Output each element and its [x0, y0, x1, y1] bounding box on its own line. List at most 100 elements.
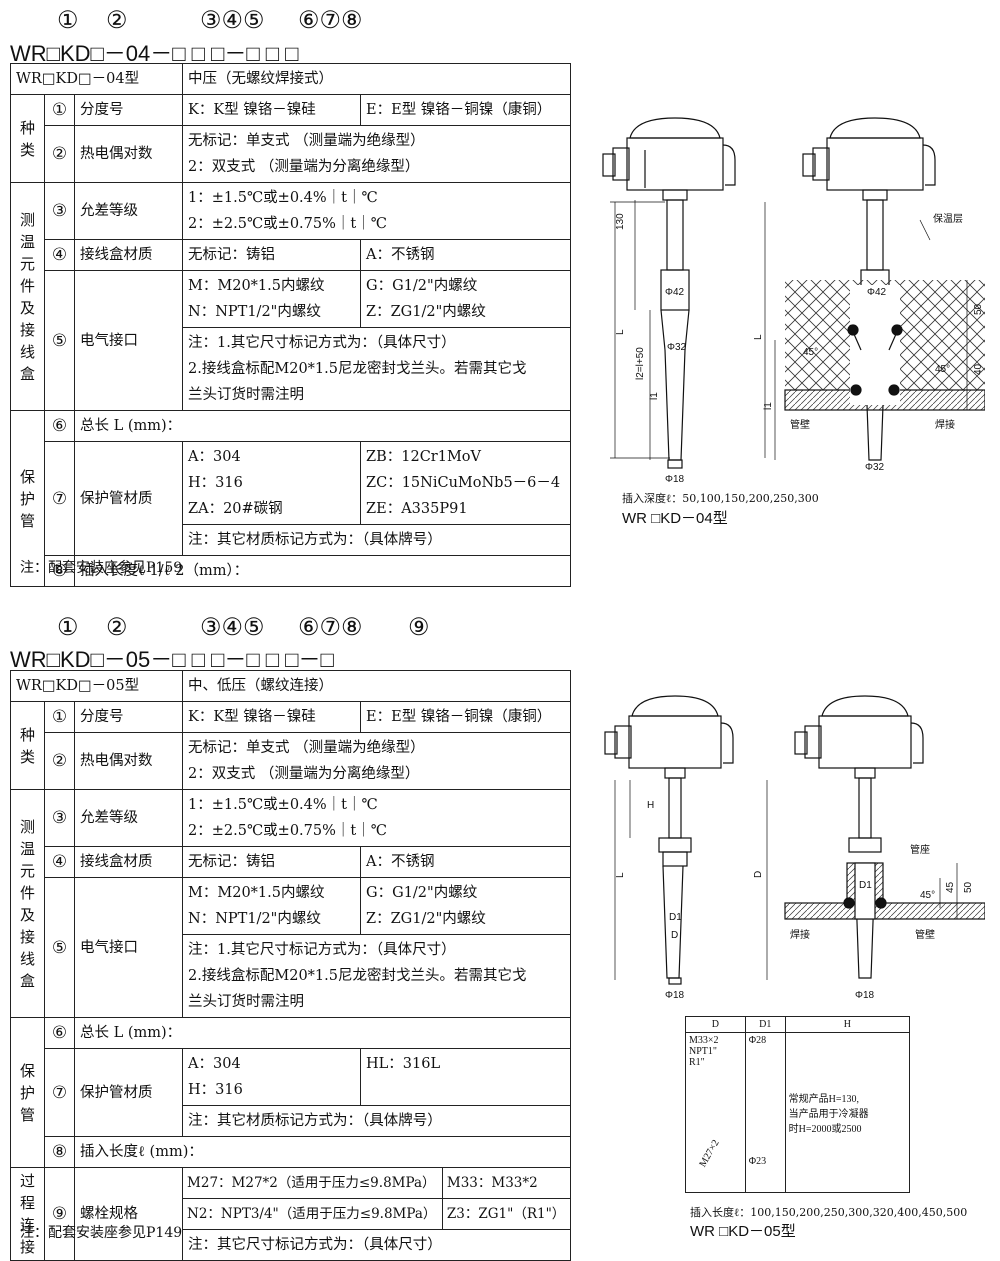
row-option: 无标记：铸铝	[182, 846, 362, 878]
label-pipe-wall: 管壁	[790, 418, 810, 431]
category-protection: 保护管	[10, 410, 45, 587]
row-number: ⑦	[44, 1048, 75, 1137]
row-name: 分度号	[73, 94, 184, 126]
sensor-head-right	[794, 695, 924, 769]
caption-insertion-depth: 插入深度ℓ：50,100,150,200,250,300	[622, 492, 819, 505]
row-number: ③	[44, 182, 75, 240]
dim-h-values: 常规产品H=130, 当产品用于冷凝器 时H=2000或2500	[784, 1032, 911, 1193]
row-options: 无标记：单支式 （测量端为绝缘型）2：双支式 （测量端为分离绝缘型）	[182, 732, 572, 790]
row-option: E：E型 镍铬－铜镍（康铜）	[360, 94, 572, 126]
row-note: 注：其它尺寸标记方式为：（具体尺寸）	[182, 1229, 572, 1261]
row-number: ①	[44, 94, 75, 126]
sensor-head-right	[802, 117, 936, 191]
row-option: A：不锈钢	[360, 239, 572, 271]
row-number: ⑥	[44, 1017, 75, 1049]
label-weld: 焊接	[790, 928, 810, 941]
sensor-head-left	[602, 117, 736, 191]
code-position-2: ②	[106, 6, 128, 34]
row-number: ②	[44, 732, 75, 790]
row-note: 注：1.其它尺寸标记方式为：（具体尺寸）2.接线盒标配M20*1.5尼龙密封戈兰…	[182, 934, 572, 1018]
footnote: 注：配套安装座参见P159	[20, 560, 183, 576]
header-model: WR□KD□－04型	[9, 63, 184, 95]
row-number: ④	[44, 239, 75, 271]
dim-d18-right: Φ18	[855, 990, 875, 1001]
row-option: 无标记：铸铝	[182, 239, 362, 271]
header-desc: 中压（无螺纹焊接式）	[182, 63, 572, 95]
row-name: 总长 L (mm)：	[73, 410, 572, 442]
row-options: 无标记：单支式 （测量端为绝缘型）2：双支式 （测量端为分离绝缘型）	[182, 125, 572, 183]
sensor-stem-right	[848, 767, 882, 979]
row-number: ⑤	[44, 877, 75, 1018]
label-weld: 焊接	[935, 418, 955, 431]
dim-d1-values: Φ28 Φ23	[744, 1032, 786, 1193]
row-name: 接线盒材质	[73, 846, 184, 878]
row-options: M27：M27*2（适用于压力≤9.8MPa） M33：M33*2 N2：NPT…	[182, 1167, 572, 1230]
model-code: WR□KD□－05－□ □ □－□ □ □－□	[10, 647, 334, 672]
row-option: A：不锈钢	[360, 846, 572, 878]
category-kind: 种类	[10, 94, 45, 183]
row-option: E：E型 镍铬－铜镍（康铜）	[360, 701, 572, 733]
dim-H: H	[647, 800, 654, 811]
row-note: 注：其它材质标记方式为：（具体牌号）	[182, 1105, 572, 1137]
label-pipe-wall: 管壁	[915, 928, 935, 941]
row-name: 热电偶对数	[73, 732, 184, 790]
dim-header-d1: D1	[744, 1016, 786, 1033]
header-desc: 中、低压（螺纹连接）	[182, 670, 572, 702]
code-position-345: ③④⑤	[200, 6, 265, 34]
angle-45-right: 45°	[935, 364, 950, 375]
row-number: ④	[44, 846, 75, 878]
spec-table-05: WR□KD□－05型 中、低压（螺纹连接） 种类 ① 分度号 K：K型 镍铬－镍…	[9, 670, 572, 1261]
row-option: HL：316L	[360, 1048, 572, 1106]
row-name: 螺栓规格	[73, 1167, 184, 1261]
dim-D-right: D	[753, 871, 764, 878]
row-option: Z3：ZG1"（R1"）	[446, 1206, 566, 1222]
row-option: N2：NPT3/4"（适用于压力≤9.8MPa）	[183, 1198, 443, 1229]
caption-model: WR □KD－05型	[690, 1223, 796, 1240]
dim-d-values: M33×2 NPT1" R1" M27×2	[685, 1032, 746, 1193]
dim-header-d: D	[685, 1016, 746, 1033]
row-name: 保护管材质	[73, 441, 184, 556]
dim-D: D	[671, 930, 678, 941]
code-position-9: ⑨	[408, 613, 430, 641]
row-name: 总长 L (mm)：	[73, 1017, 572, 1049]
row-name: 插入长度ℓ (mm)：	[73, 1136, 572, 1168]
dim-40: 40	[973, 363, 984, 375]
dim-L-right: L	[753, 334, 764, 340]
dim-D1: D1	[669, 912, 682, 923]
dim-L: L	[615, 872, 626, 878]
category-element: 测温元件及接线盒	[10, 789, 45, 1018]
sensor-head-left	[604, 695, 734, 769]
dim-d42-right: Φ42	[867, 287, 887, 298]
row-number: ②	[44, 125, 75, 183]
sensor-stem-left	[660, 189, 690, 469]
dimension-table: D D1 H M33×2 NPT1" R1" M27×2 Φ28 Φ23 常规产…	[685, 1016, 911, 1193]
drawing-04: 130 L l2=l+50 l1 Φ42 Φ32 Φ18 L l1 Φ42 Φ3…	[602, 117, 985, 485]
category-protection: 保护管	[10, 1017, 45, 1168]
row-number: ⑦	[44, 441, 75, 556]
row-number: ③	[44, 789, 75, 847]
dim-l1-right: l1	[763, 402, 774, 410]
code-position-1: ①	[57, 613, 79, 641]
dim-45: 45	[945, 881, 956, 893]
row-name: 插入长度ℓ 1/ℓ 2（mm）：	[73, 555, 572, 587]
row-number: ⑨	[44, 1167, 75, 1261]
row-option: M27：M27*2（适用于压力≤9.8MPa）	[183, 1168, 443, 1199]
row-name: 允差等级	[73, 789, 184, 847]
sensor-stem-left	[658, 767, 692, 985]
row-name: 保护管材质	[73, 1048, 184, 1137]
row-option: K：K型 镍铬－镍硅	[182, 94, 362, 126]
header-model: WR□KD□－05型	[9, 670, 184, 702]
dim-d42: Φ42	[665, 287, 685, 298]
drawing-05: H L D1 D Φ18 D1 D Φ18 50 45 45° 管座 焊接 管壁	[604, 695, 985, 1001]
category-kind: 种类	[10, 701, 45, 790]
row-number: ⑥	[44, 410, 75, 442]
caption-model: WR □KD－04型	[622, 510, 728, 527]
row-number: ⑤	[44, 270, 75, 411]
dim-d32-right: Φ32	[865, 462, 885, 473]
row-name: 电气接口	[73, 877, 184, 1018]
code-position-1: ①	[57, 6, 79, 34]
row-note: 注：1.其它尺寸标记方式为：（具体尺寸）2.接线盒标配M20*1.5尼龙密封戈兰…	[182, 327, 572, 411]
